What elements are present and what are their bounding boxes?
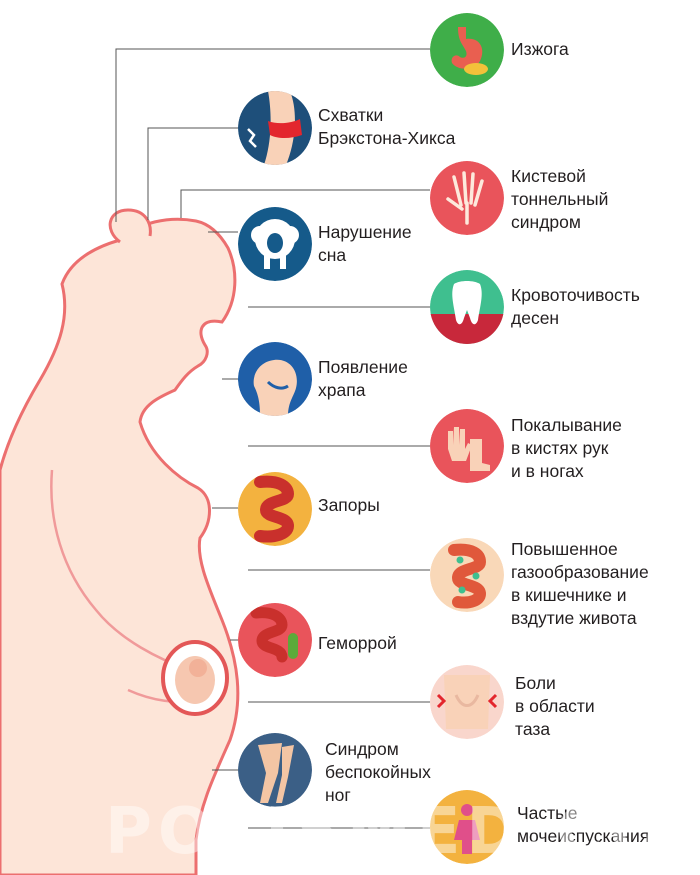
- stomach-icon: [430, 13, 504, 87]
- intestine-gas-icon: [430, 538, 504, 612]
- label-bloating: Повышенное газообразование в кишечнике и…: [511, 539, 649, 628]
- label-pelvic-pain: Боли в области таза: [515, 673, 595, 739]
- label-carpal-tunnel: Кистевой тоннельный синдром: [511, 166, 609, 232]
- watermark: POLISMED.COM: [105, 795, 700, 869]
- label-gum-bleeding: Кровоточивость десен: [511, 285, 640, 328]
- label-sleep-disorder: Нарушение сна: [318, 222, 412, 265]
- contraction-icon: [238, 91, 312, 165]
- legs-icon: [238, 733, 312, 807]
- woman-bladder-icon: [430, 790, 504, 864]
- label-restless-legs: Синдром беспокойных ног: [325, 739, 431, 805]
- label-constipation: Запоры: [318, 495, 380, 515]
- label-hemorrhoids: Геморрой: [318, 633, 397, 653]
- label-snoring: Появление храпа: [318, 357, 408, 400]
- hand-bones-icon: [430, 161, 504, 235]
- label-frequent-urination: Частые мочеиспускания: [517, 803, 650, 846]
- sheep-icon: [238, 207, 312, 281]
- label-tingling: Покалывание в кистях рук и в ногах: [511, 415, 622, 481]
- cactus-icon: [238, 603, 312, 677]
- head-profile-icon: [238, 342, 312, 416]
- tooth-icon: [430, 270, 504, 344]
- hand-foot-icon: [430, 409, 504, 483]
- label-heartburn: Изжога: [511, 39, 569, 59]
- label-braxton-hicks: Схватки Брэкстона-Хикса: [318, 105, 456, 148]
- pelvis-icon: [430, 665, 504, 739]
- locked-intestine-icon: [238, 472, 312, 546]
